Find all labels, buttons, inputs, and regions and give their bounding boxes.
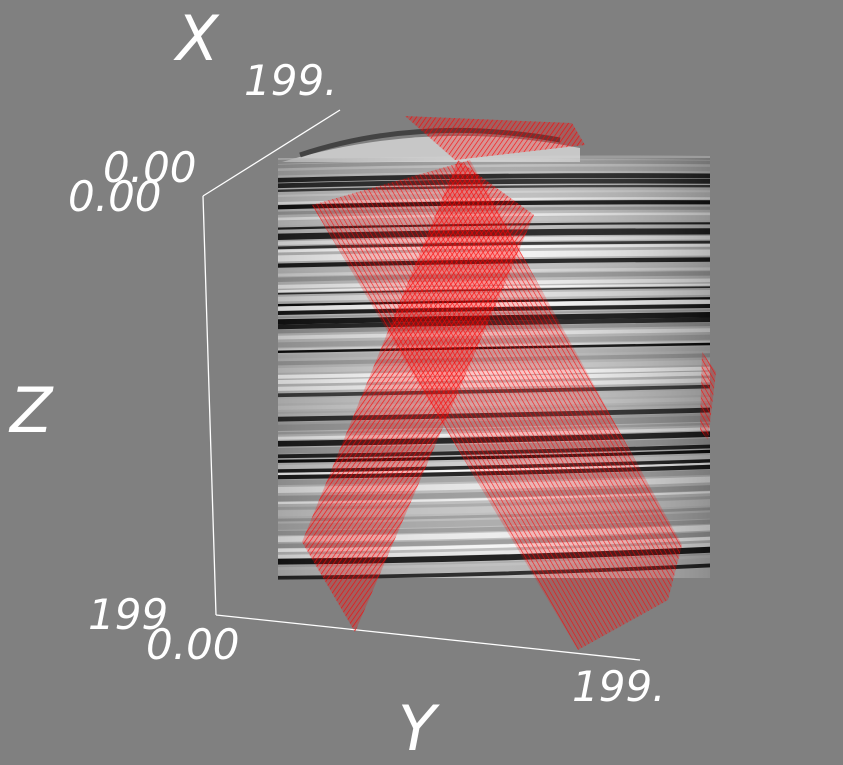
y-axis-name: Y (398, 692, 436, 765)
x-axis-tick-min: 0.00 (103, 143, 197, 192)
z-axis-name: Z (10, 374, 53, 447)
slice-plane-c (405, 116, 585, 160)
z-axis-tick-min: 0.00 (68, 172, 162, 221)
x-axis-line (202, 109, 341, 197)
y-axis-tick-max: 199. (572, 662, 666, 711)
y-axis-tick-min: 0.00 (146, 620, 240, 669)
slice-plane-d (700, 352, 716, 440)
slice-plane-b (312, 160, 682, 650)
z-axis-tick-max: 199 (88, 590, 169, 639)
z-axis-line (202, 195, 217, 616)
y-axis-line (215, 614, 641, 661)
x-axis-name: X (176, 2, 219, 75)
axis-lines (202, 109, 641, 661)
x-axis-tick-max: 199. (244, 56, 338, 105)
slice-planes (302, 116, 716, 650)
